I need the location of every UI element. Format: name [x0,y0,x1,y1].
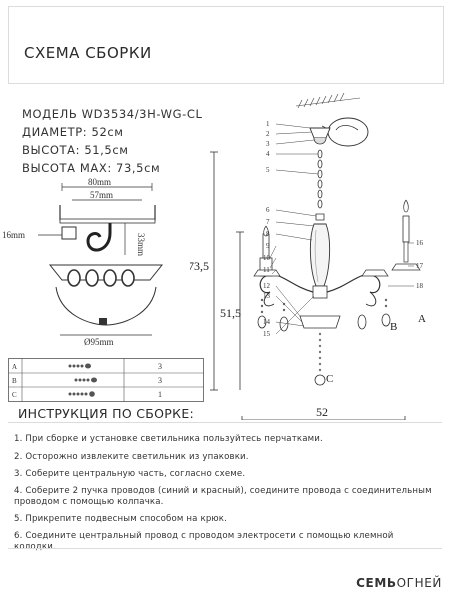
dim-80: 80mm [88,177,111,187]
height-label: ВЫСОТА: 51,5см [22,143,129,157]
callout-14: 14 [263,318,271,326]
dim-height-total: 73,5 [190,259,209,273]
divider [8,548,442,549]
instruction-step: 1. При сборке и установке светильника по… [14,434,323,444]
callout-8: 8 [266,230,270,238]
callout-10: 10 [263,254,271,262]
dim-95: Ø95mm [84,337,114,347]
part-qty-c: 1 [158,390,162,399]
callout-5: 5 [266,166,270,174]
divider [8,422,442,423]
callout-11: 11 [263,266,270,274]
callout-2: 2 [266,130,270,138]
part-letter-b: B [12,377,17,385]
callout-13: 13 [263,292,271,300]
dim-height-body: 51,5 [220,306,241,320]
brand-logo: СЕМЬОГНЕЙ [356,576,442,590]
part-letter-c: C [12,391,17,399]
callout-4: 4 [266,150,270,158]
callout-18: 18 [416,282,424,290]
callout-16: 16 [416,239,424,247]
instructions-heading: ИНСТРУКЦИЯ ПО СБОРКЕ: [18,406,195,421]
dim-33: 33mm [136,233,146,256]
callout-1: 1 [266,120,270,128]
instruction-step: 5. Прикрепите подвесным способом на крюк… [14,514,228,524]
instruction-step: 3. Соберите центральную часть, согласно … [14,469,246,479]
callout-12: 12 [263,282,271,290]
model-label: МОДЕЛЬ WD3534/3H-WG-CL [22,107,203,121]
hook-canopy-diagram: 80mm 57mm 16mm 33mm Ø95mm [2,177,164,347]
instruction-step: 2. Осторожно извлеките светильник из упа… [14,452,249,462]
callout-7: 7 [266,218,270,226]
callout-15: 15 [263,330,271,338]
brand-light: ОГНЕЙ [396,576,442,590]
part-qty-b: 3 [158,376,162,385]
callout-9: 9 [266,242,270,250]
part-label-b: B [390,321,397,333]
height-max-label: ВЫСОТА MAX: 73,5см [22,161,161,175]
callout-17: 17 [416,262,424,270]
page-title: СХЕМА СБОРКИ [24,44,152,62]
dim-16: 16mm [2,230,25,240]
diameter-label: ДИАМЕТР: 52см [22,125,124,139]
dim-57: 57mm [90,190,113,200]
brand-bold: СЕМЬ [356,576,397,590]
header-frame [8,6,444,84]
chandelier-drawing: 73,5 51,5 52 [190,92,426,420]
part-letter-a: A [12,363,17,371]
instruction-step: 6. Соедините центральный провод с провод… [14,531,394,552]
callout-6: 6 [266,206,270,214]
part-qty-a: 3 [158,362,162,371]
callout-3: 3 [266,140,270,148]
part-label-c: C [326,373,333,385]
parts-table: A B C 3 3 1 [8,358,204,402]
instruction-step: 4. Соберите 2 пучка проводов (синий и кр… [14,486,432,507]
part-label-a: A [418,313,426,325]
dim-width: 52 [316,405,328,419]
